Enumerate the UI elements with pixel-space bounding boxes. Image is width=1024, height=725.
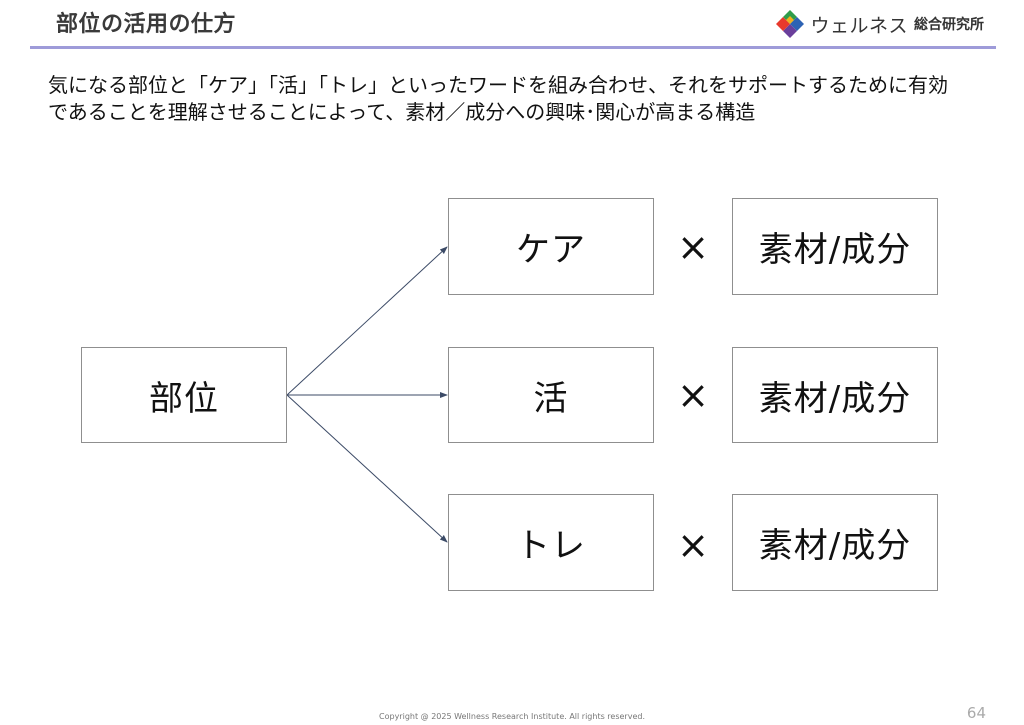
copyright: Copyright @ 2025 Wellness Research Insti… bbox=[379, 712, 645, 721]
word-box-katsu: 活 bbox=[448, 347, 654, 443]
times-symbol: × bbox=[677, 373, 709, 417]
word-label: ケア bbox=[516, 230, 586, 270]
source-box: 部位 bbox=[81, 347, 287, 443]
title-rule bbox=[30, 46, 996, 49]
page-title: 部位の活用の仕方 bbox=[56, 12, 237, 37]
arrow-to-tore bbox=[286, 394, 448, 543]
lead-text: 気になる部位と「ケア」「活」「トレ」といったワードを組み合わせ、それをサポートす… bbox=[48, 72, 978, 126]
brand: ウェルネス 総合研究所 bbox=[776, 10, 984, 38]
lead-line-2: であることを理解させることによって、素材／成分への興味･関心が高まる構造 bbox=[48, 100, 756, 124]
times-symbol: × bbox=[677, 225, 709, 269]
target-label: 素材/成分 bbox=[758, 526, 912, 566]
brand-subname: 総合研究所 bbox=[914, 17, 984, 33]
target-label: 素材/成分 bbox=[758, 378, 912, 419]
word-box-care: ケア bbox=[448, 198, 654, 295]
word-box-tore: トレ bbox=[448, 494, 654, 591]
lead-line-1: 気になる部位と「ケア」「活」「トレ」といったワードを組み合わせ、それをサポートす… bbox=[48, 73, 948, 97]
page-number: 64 bbox=[966, 704, 986, 722]
arrow-to-care bbox=[286, 246, 448, 396]
brand-logo-icon bbox=[776, 10, 805, 38]
word-label: トレ bbox=[516, 526, 586, 566]
brand-name: ウェルネス bbox=[810, 14, 908, 37]
target-box: 素材/成分 bbox=[732, 347, 938, 443]
target-label: 素材/成分 bbox=[758, 230, 912, 270]
target-box: 素材/成分 bbox=[732, 198, 938, 295]
times-symbol: × bbox=[677, 523, 709, 567]
source-label: 部位 bbox=[149, 378, 219, 419]
target-box: 素材/成分 bbox=[732, 494, 938, 591]
word-label: 活 bbox=[533, 378, 569, 419]
